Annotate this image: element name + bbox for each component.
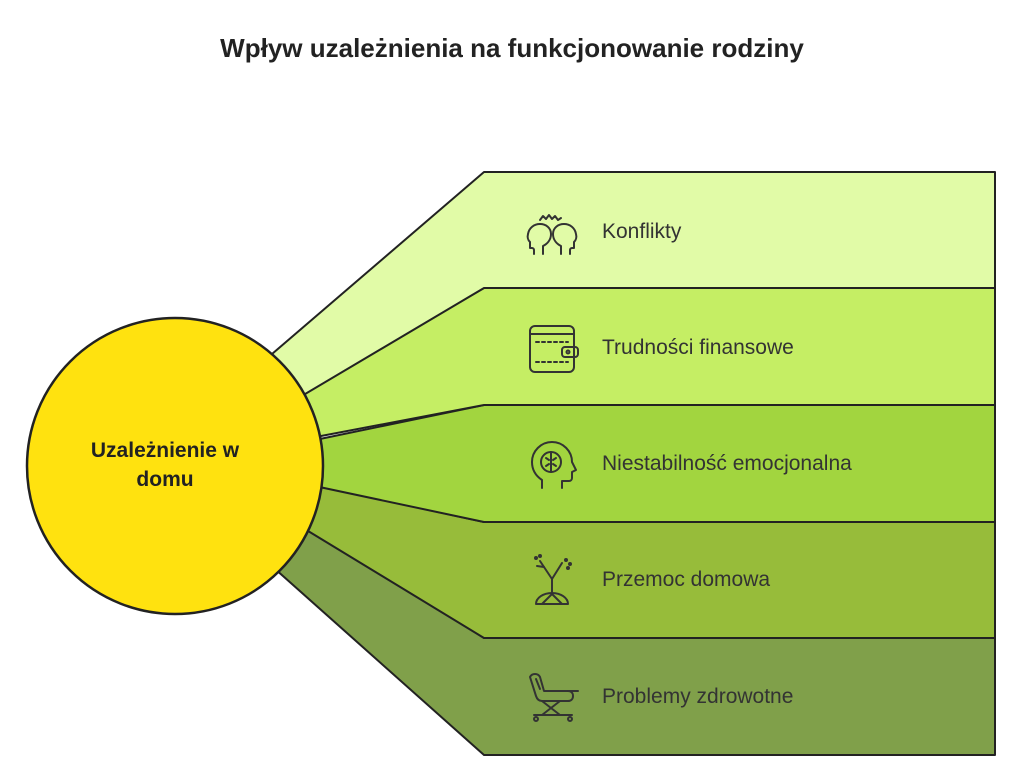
item-label-trudnosci-finansowe: Trudności finansowe xyxy=(602,336,794,359)
item-niestabilnosc-emocjonalna: Niestabilność emocjonalna xyxy=(520,434,970,494)
medical-chair-icon xyxy=(520,669,584,725)
item-konflikty: Konflikty xyxy=(520,202,970,262)
center-circle xyxy=(25,316,325,616)
two-heads-conflict-icon xyxy=(520,204,584,260)
item-trudnosci-finansowe: Trudności finansowe xyxy=(520,318,970,378)
item-problemy-zdrowotne: Problemy zdrowotne xyxy=(520,667,970,727)
item-label-problemy-zdrowotne: Problemy zdrowotne xyxy=(602,685,794,708)
wallet-icon xyxy=(520,320,584,376)
broken-plant-icon xyxy=(520,552,584,608)
item-przemoc-domowa: Przemoc domowa xyxy=(520,550,970,610)
item-label-przemoc-domowa: Przemoc domowa xyxy=(602,568,771,591)
item-label-niestabilnosc-emocjonalna: Niestabilność emocjonalna xyxy=(602,452,852,475)
center-label: Uzależnienie w domu xyxy=(90,439,240,491)
item-label-konflikty: Konflikty xyxy=(602,220,682,243)
head-brain-icon xyxy=(520,436,584,492)
page-title: Wpływ uzależnienia na funkcjonowanie rod… xyxy=(220,33,804,63)
